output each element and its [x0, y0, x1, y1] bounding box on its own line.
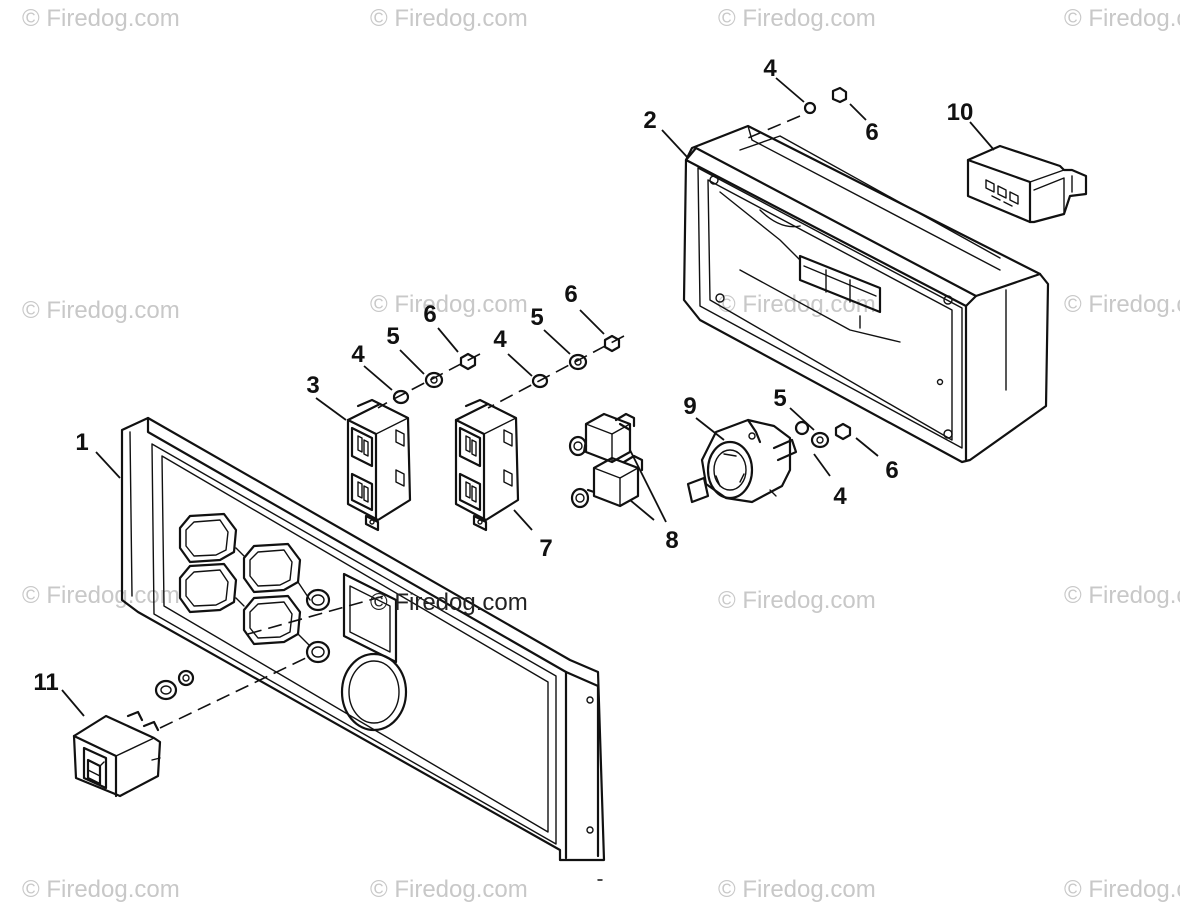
callout-8: 8: [665, 527, 678, 554]
part-8-circuit-breakers: [568, 412, 644, 509]
watermark: © Firedog.com: [718, 5, 876, 32]
callout-5: 5: [386, 323, 399, 350]
watermark: © Firedog.com: [22, 5, 180, 32]
callout-4: 4: [351, 341, 365, 368]
part-7-receptacle: [454, 398, 520, 532]
watermark: © Firedog.com: [22, 297, 180, 324]
watermark: © Firedog.com: [1064, 291, 1180, 318]
watermark: © Firedog.com: [718, 587, 876, 614]
leader-lines: [61, 77, 995, 717]
callout-2: 2: [643, 107, 656, 134]
part-2-housing: [682, 124, 1050, 464]
callout-5: 5: [773, 385, 786, 412]
watermark: © Firedog.com: [22, 582, 180, 609]
callout-6: 6: [865, 119, 878, 146]
watermark: © Firedog.com: [1064, 876, 1180, 903]
part-1-control-panel: [120, 416, 606, 862]
callout-10: 10: [947, 99, 974, 126]
callout-6: 6: [423, 301, 436, 328]
callout-1: 1: [75, 429, 88, 456]
hardware-left: [377, 334, 625, 409]
part-3-receptacle: [346, 398, 412, 532]
callout-numbers: 1 2 3 4 5 6 4 5 6 4 6 10 9 5 4 6 7 8 11: [33, 55, 973, 696]
part-11-rocker-switch: [72, 655, 311, 798]
callout-6: 6: [564, 281, 577, 308]
callout-3: 3: [306, 372, 319, 399]
callout-4: 4: [763, 55, 777, 82]
watermark: © Firedog.com: [1064, 582, 1180, 609]
watermark: © Firedog.com: [1064, 5, 1180, 32]
callout-6: 6: [885, 457, 898, 484]
callout-9: 9: [683, 393, 696, 420]
callout-4: 4: [833, 483, 847, 510]
part-9-twist-lock: [686, 418, 798, 504]
callout-7: 7: [539, 535, 552, 562]
watermark: © Firedog.com: [718, 876, 876, 903]
watermark-layer: © Firedog.com © Firedog.com © Firedog.co…: [22, 5, 1180, 903]
watermark: © Firedog.com: [370, 291, 528, 318]
watermark: © Firedog.com: [22, 876, 180, 903]
hardware-top: [747, 86, 848, 139]
callout-5: 5: [530, 304, 543, 331]
watermark: © Firedog.com: [370, 5, 528, 32]
watermark-center: © Firedog.com: [370, 589, 528, 616]
part-10-module: [966, 144, 1088, 224]
hardware-right: [794, 420, 852, 449]
assembly-lines: [247, 595, 385, 635]
callout-11: 11: [33, 669, 58, 696]
watermark: © Firedog.com: [370, 876, 528, 903]
callout-4: 4: [493, 326, 507, 353]
watermark: © Firedog.com: [718, 291, 876, 318]
